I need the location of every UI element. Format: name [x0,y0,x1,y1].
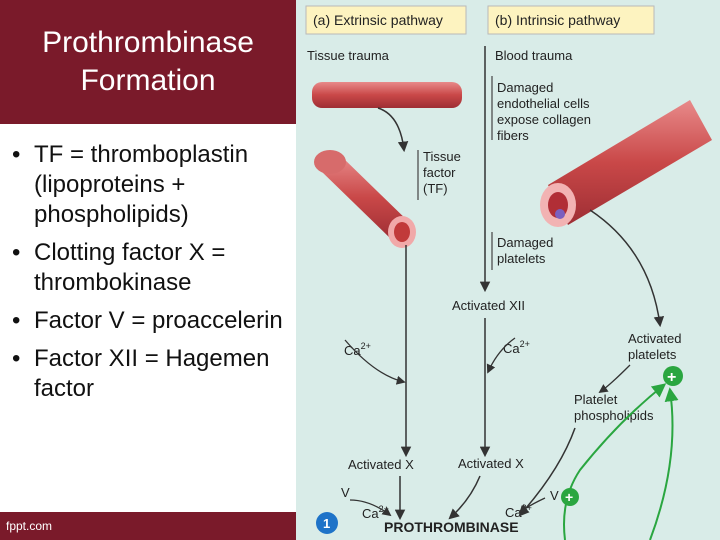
title-line-2: Formation [80,64,216,97]
left-panel: Prothrombinase Formation • TF = thrombopl… [0,0,296,540]
feedback-arrow-2 [649,387,679,540]
footer-band [0,512,296,540]
extrinsic-header: (a) Extrinsic pathway [313,12,443,28]
bullet-dot-icon: • [12,239,21,266]
bullet-dot-icon: • [12,307,21,334]
plus-sign: + [565,489,573,505]
platelet-phospholipids-line1: Platelet [574,392,618,407]
bullet-item: • TF = thromboplastin (lipoproteins + pho… [10,140,292,230]
bullet-text: Factor XII = Hagemen factor [34,345,270,402]
damaged-endo-line3: expose collagen [497,112,591,127]
tissue-strip-image [312,82,462,108]
damaged-platelets-line2: platelets [497,251,546,266]
v-right-label: V [550,488,559,503]
activated-platelets-line1: Activated [628,331,681,346]
bullet-text: Factor V = proaccelerin [34,307,283,334]
arrow-trauma-to-vessel [377,107,409,153]
vessel-left-image [314,150,416,248]
slide-title: Prothrombinase Formation [0,24,296,100]
vessel-right-image [540,100,712,227]
tissue-trauma-label: Tissue trauma [307,48,390,63]
plus-circle-icon [561,488,579,506]
tissue-factor-line2: factor [423,165,456,180]
footer-text: fppt.com [6,519,53,533]
arrow-to-activated-platelets [589,209,665,328]
extrinsic-header-box [305,5,467,35]
bullet-list: • TF = thromboplastin (lipoproteins + pho… [10,140,292,412]
bullet-item: • Clotting factor X = thrombokinase [10,238,292,298]
arrow-v-left [349,499,392,517]
step-number: 1 [323,516,330,531]
intrinsic-header-box [487,5,655,35]
bullet-text: TF = thromboplastin (lipoproteins + phos… [34,141,249,228]
platelet-phospholipids-line2: phospholipids [574,408,654,423]
activated-xii-label: Activated XII [452,298,525,313]
bullet-text: Clotting factor X = thrombokinase [34,239,226,296]
ca-mid-label: Ca2+ [503,339,530,356]
step-circle-icon [316,512,338,534]
activated-x-left-label: Activated X [348,457,414,472]
ca-left-label: Ca2+ [344,341,371,358]
bullet-item: • Factor XII = Hagemen factor [10,344,292,404]
title-band: Prothrombinase Formation [0,0,296,124]
feedback-arrow-1 [563,383,667,540]
damaged-platelets-line1: Damaged [497,235,553,250]
activated-platelets-line2: platelets [628,347,677,362]
arrow-x-right-to-prothrombinase [448,475,481,520]
tissue-factor-line3: (TF) [423,181,448,196]
tissue-factor-line1: Tissue [423,149,461,164]
bullet-dot-icon: • [12,141,21,168]
arrow-ca-mid [486,337,516,374]
plus-sign: + [667,369,676,386]
intrinsic-header: (b) Intrinsic pathway [495,12,620,28]
bullet-dot-icon: • [12,345,21,372]
blood-trauma-label: Blood trauma [495,48,573,63]
activated-x-right-label: Activated X [458,456,524,471]
damaged-endo-line2: endothelial cells [497,96,590,111]
v-left-label: V [341,485,350,500]
damaged-endo-line1: Damaged [497,80,553,95]
title-line-1: Prothrombinase [42,26,254,59]
arrow-v-right [518,497,546,514]
bullet-item: • Factor V = proaccelerin [10,306,292,336]
arrow-ca-left [344,339,406,385]
plus-circle-icon [663,366,683,386]
arrow-to-phospholipids [598,364,631,394]
prothrombinase-label: PROTHROMBINASE [384,519,519,535]
damaged-endo-line4: fibers [497,128,529,143]
